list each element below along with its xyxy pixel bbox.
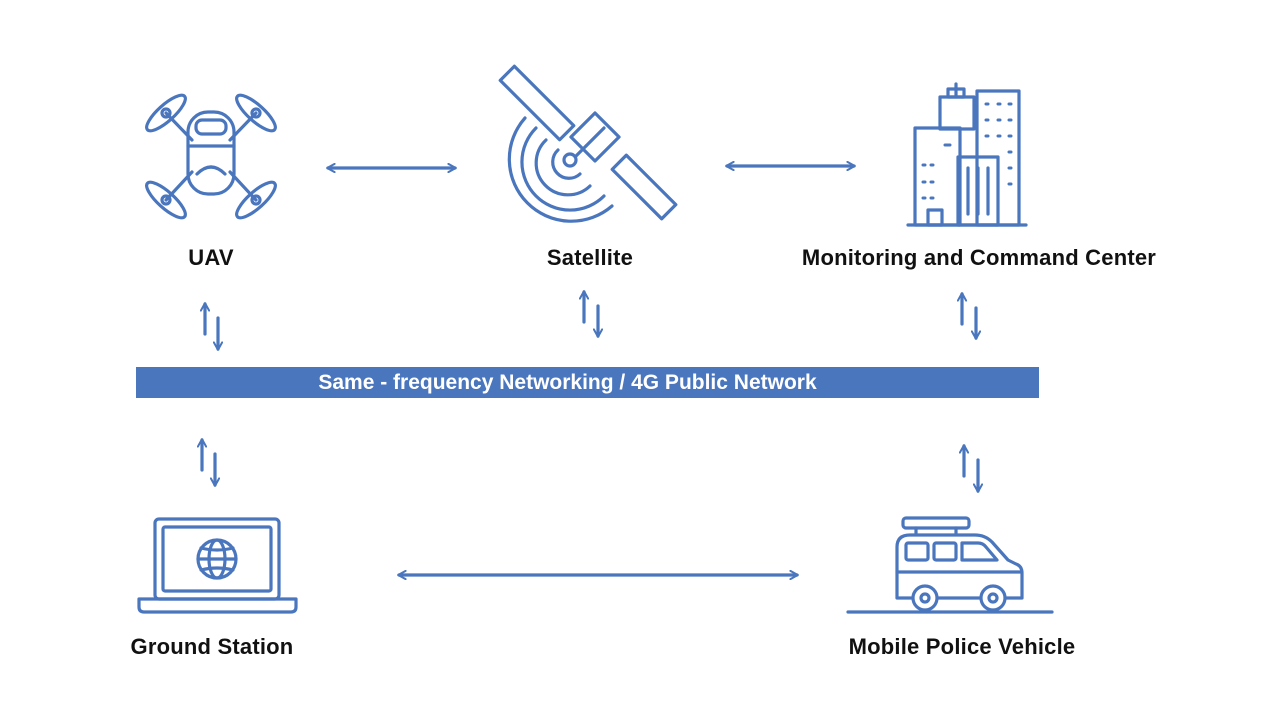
arrow-network-ground	[202, 440, 215, 485]
ground-station-label: Ground Station	[130, 634, 294, 659]
arrow-center-network	[962, 294, 976, 338]
arrow-satellite-network	[584, 292, 598, 336]
drone-icon	[145, 93, 277, 220]
uav-label: UAV	[188, 245, 234, 270]
buildings-icon	[906, 82, 1028, 227]
network-bar: Same - frequency Networking / 4G Public …	[136, 367, 1039, 398]
van-icon	[846, 516, 1054, 614]
arrow-uav-network	[205, 304, 218, 349]
network-label: Same - frequency Networking / 4G Public …	[318, 370, 817, 394]
arrow-network-vehicle	[964, 446, 978, 491]
center-label: Monitoring and Command Center	[801, 245, 1157, 270]
vehicle-label: Mobile Police Vehicle	[848, 634, 1076, 659]
laptop-globe-icon	[137, 517, 298, 614]
satellite-label: Satellite	[546, 245, 634, 270]
satellite-icon	[498, 64, 678, 223]
